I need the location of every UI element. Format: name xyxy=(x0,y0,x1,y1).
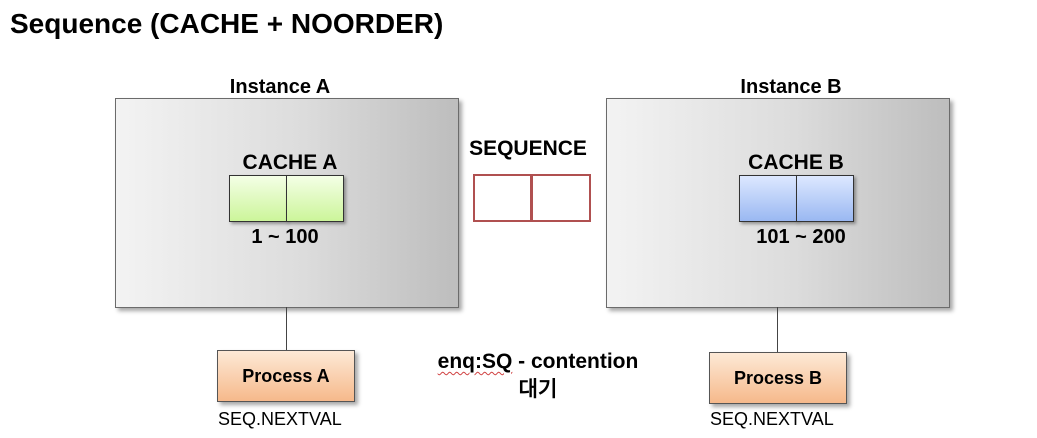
cache-b-label: CACHE B xyxy=(748,151,844,174)
connector-a xyxy=(286,307,287,350)
process-a-call: SEQ.NEXTVAL xyxy=(218,409,342,429)
cache-a-slot-1 xyxy=(229,175,287,222)
process-b-box: Process B xyxy=(709,352,847,404)
cache-a-range: 1 ~ 100 xyxy=(251,226,319,248)
cache-b-slot-1 xyxy=(739,175,797,222)
cache-b-range: 101 ~ 200 xyxy=(756,226,846,248)
process-a-box: Process A xyxy=(217,350,355,402)
process-b-call: SEQ.NEXTVAL xyxy=(710,409,834,429)
wait-event-name: enq:SQ xyxy=(437,350,513,373)
cache-a-slot-2 xyxy=(286,175,344,222)
connector-b xyxy=(777,307,778,352)
instance-a-label: Instance A xyxy=(229,76,331,98)
wait-event-suffix: - contention xyxy=(512,350,639,373)
wait-event-text: enq:SQ - contention 대기 xyxy=(400,348,676,404)
sequence-label: SEQUENCE xyxy=(469,137,587,160)
instance-b-label: Instance B xyxy=(740,76,842,98)
diagram-title: Sequence (CACHE + NOORDER) xyxy=(10,8,444,39)
sequence-slot-1 xyxy=(473,174,532,222)
cache-a-label: CACHE A xyxy=(242,151,338,174)
sequence-slot-2 xyxy=(531,174,591,222)
wait-event-line2: 대기 xyxy=(518,378,558,401)
cache-b-slot-2 xyxy=(796,175,854,222)
